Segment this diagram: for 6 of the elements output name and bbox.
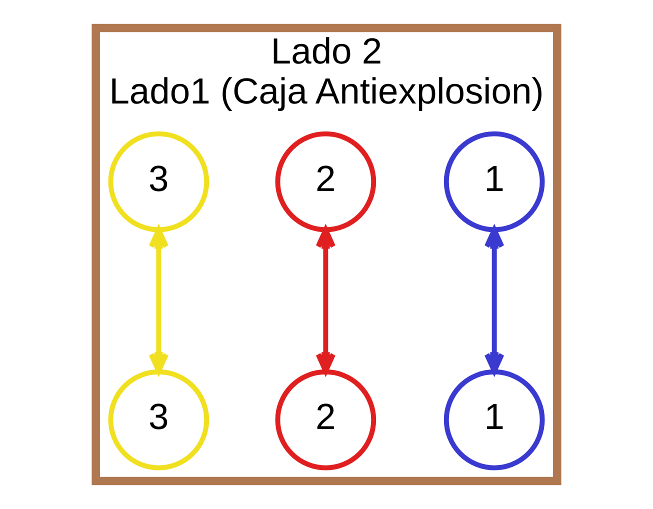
node-circle: 1 [444, 131, 545, 232]
node-circle: 2 [275, 131, 376, 232]
node-circle: 2 [275, 369, 376, 470]
node-circle: 3 [108, 369, 210, 470]
node-circle: 3 [108, 131, 210, 232]
node-circle: 1 [444, 369, 545, 470]
